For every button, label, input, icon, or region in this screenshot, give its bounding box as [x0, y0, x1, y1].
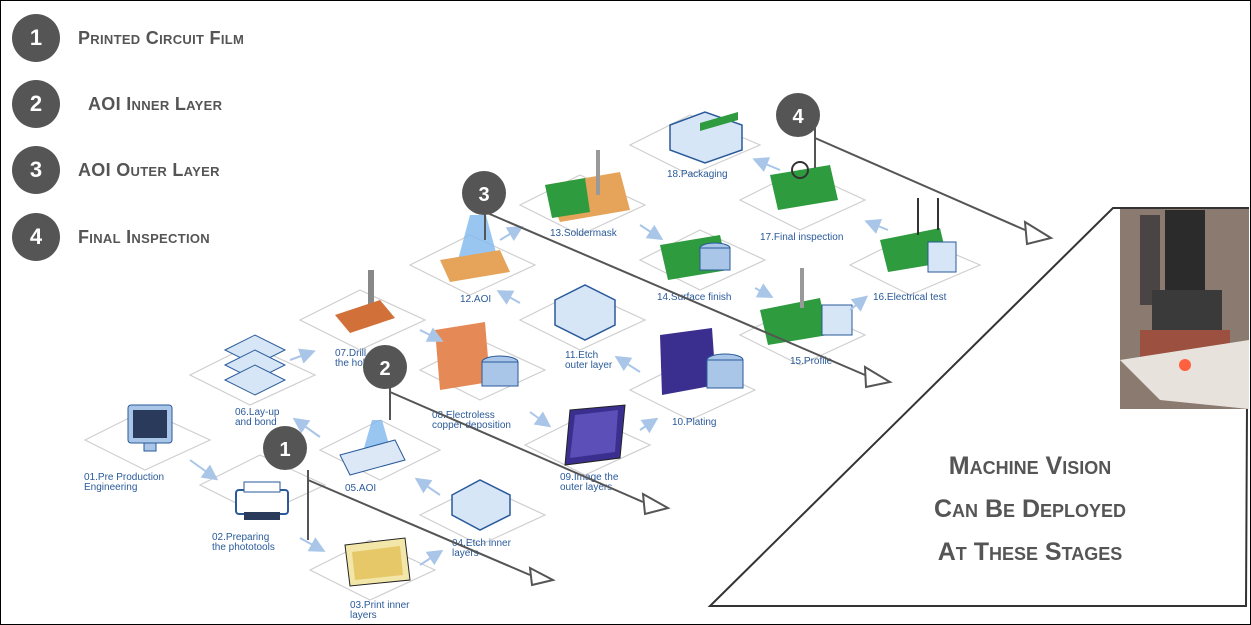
stage-label-14: 14.Surface finish: [657, 292, 732, 303]
monitor-icon: [127, 404, 173, 452]
legend-label: AOI Inner Layer: [88, 93, 223, 114]
stage-label-16: 16.Electrical test: [873, 292, 947, 303]
legend-item-1: 1 Printed Circuit Film: [12, 14, 244, 62]
aoi-board-icon: [440, 215, 510, 282]
legend-item-4: 4 Final Inspection: [12, 213, 210, 261]
layer-stack-icon: [223, 334, 287, 396]
drill-icon: [335, 270, 395, 333]
etch-outer-icon: [554, 284, 616, 341]
package-box-icon: [669, 111, 743, 164]
svg-text:1: 1: [279, 439, 290, 461]
film-icon: [344, 537, 411, 587]
legend-label: Final Inspection: [78, 226, 210, 247]
svg-text:2: 2: [379, 358, 390, 380]
svg-text:4: 4: [792, 106, 804, 128]
legend-item-2: 2 AOI Inner Layer: [12, 80, 222, 128]
stage-label-17: 17.Final inspection: [760, 232, 843, 243]
plating-icon: [660, 328, 744, 395]
machine-vision-panel: [707, 207, 1250, 607]
marker-badge-1: 1: [263, 426, 307, 470]
marker-badge-2: 2: [363, 345, 407, 389]
vision-markers: 1 2 3 4: [263, 93, 820, 470]
legend-item-3: 3 AOI Outer Layer: [12, 146, 220, 194]
machine-vision-line-2: Can Be Deployed: [933, 495, 1127, 523]
legend-badge: 2: [12, 80, 60, 128]
legend-badge: 4: [12, 213, 60, 261]
vision-pointers: [307, 128, 1054, 587]
surface-finish-icon: [660, 235, 731, 280]
etch-block-icon: [451, 479, 511, 531]
svg-text:3: 3: [478, 184, 489, 206]
printer-icon: [235, 481, 289, 520]
legend-label: AOI Outer Layer: [78, 159, 220, 180]
machine-vision-line-1: Machine Vision: [948, 452, 1112, 480]
aoi-beam-icon: [339, 420, 406, 476]
legend-badge: 1: [12, 14, 60, 62]
stage-label-12: 12.AOI: [460, 294, 491, 305]
soldermask-icon: [545, 150, 630, 222]
stage-label-18: 18.Packaging: [667, 169, 728, 180]
marker-badge-4: 4: [776, 93, 820, 137]
stage-label-05: 05.AOI: [345, 483, 376, 494]
stage-label-15: 15.Profile: [790, 356, 833, 367]
stage-label-10: 10.Plating: [672, 417, 716, 428]
outer-image-icon: [564, 404, 626, 466]
legend-badge: 3: [12, 146, 60, 194]
profile-icon: [760, 268, 853, 345]
flow-arrows: [189, 157, 889, 566]
marker-badge-3: 3: [462, 171, 506, 215]
legend-label: Printed Circuit Film: [78, 27, 245, 48]
stage-icons: [127, 111, 957, 587]
final-inspection-icon: [770, 161, 838, 210]
machine-vision-line-3: At These Stages: [937, 538, 1123, 566]
stage-label-13: 13.Soldermask: [550, 228, 618, 239]
electrical-test-icon: [880, 198, 957, 273]
copper-board-icon: [435, 322, 519, 390]
